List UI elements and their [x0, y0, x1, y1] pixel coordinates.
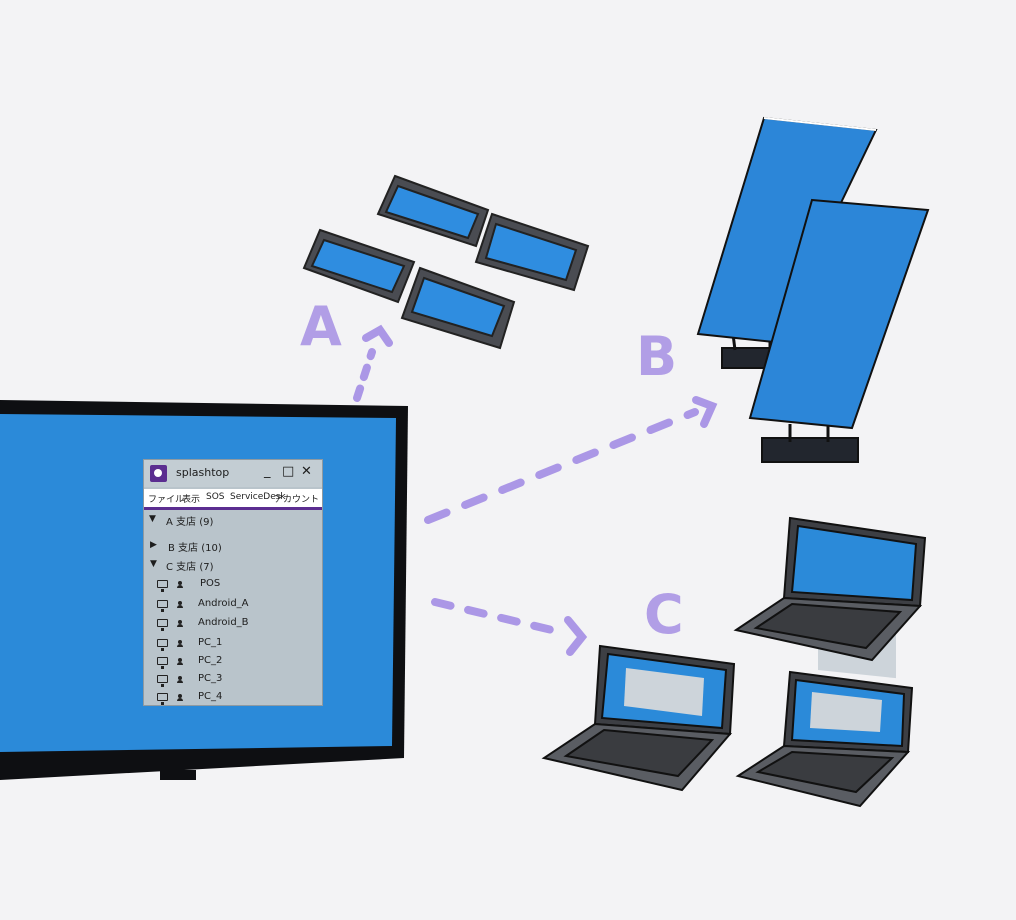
laptop	[735, 670, 914, 808]
monitor-icon	[157, 675, 168, 687]
splashtop-app-window: splashtop _ □ ✕ ファイル 表示 SOS ServiceDesk …	[143, 459, 323, 706]
device-name: PC_1	[198, 637, 223, 648]
handheld-device	[474, 212, 590, 292]
monitor-icon	[157, 619, 168, 631]
monitor-icon	[157, 580, 168, 592]
maximize-button[interactable]: □	[282, 464, 295, 479]
laptop	[541, 644, 736, 792]
monitor-icon	[157, 600, 168, 612]
handheld-devices-group	[302, 174, 590, 350]
laptop	[733, 516, 927, 679]
user-icon	[177, 601, 183, 608]
group-label: C 支店 (7)	[166, 562, 214, 573]
device-name: PC_2	[198, 655, 223, 666]
close-button[interactable]: ✕	[301, 464, 312, 479]
expand-triangle-icon[interactable]: ▼	[150, 559, 157, 569]
handheld-device	[302, 228, 416, 304]
vertical-display	[748, 198, 930, 463]
group-label: A 支店 (9)	[166, 517, 214, 528]
user-icon	[177, 694, 183, 701]
app-title: splashtop	[176, 466, 230, 479]
minimize-button[interactable]: _	[264, 464, 271, 479]
menu-file[interactable]: ファイル	[148, 495, 185, 505]
user-icon	[177, 658, 183, 665]
laptops-group	[541, 516, 927, 808]
label-a: A	[300, 295, 342, 358]
user-icon	[177, 581, 183, 588]
device-name: PC_4	[198, 691, 223, 702]
handheld-device	[376, 174, 490, 248]
label-b: B	[636, 325, 678, 388]
collapsed-triangle-icon[interactable]: ▶	[150, 540, 157, 550]
arrow-to-b	[424, 396, 718, 524]
splashtop-logo-icon	[150, 465, 167, 482]
app-menu-bar: ファイル 表示 SOS ServiceDesk アカウント	[144, 489, 322, 510]
user-icon	[177, 620, 183, 627]
menu-sos[interactable]: SOS	[206, 492, 225, 502]
app-title-bar: splashtop _ □ ✕	[144, 460, 322, 487]
expand-triangle-icon[interactable]: ▼	[149, 514, 156, 524]
menu-account[interactable]: アカウント	[274, 495, 320, 505]
device-name: POS	[200, 578, 221, 589]
menu-view[interactable]: 表示	[182, 495, 201, 505]
handheld-device	[400, 266, 516, 350]
arrow-to-a	[353, 324, 393, 402]
group-label: B 支店 (10)	[168, 543, 222, 554]
label-c: C	[644, 583, 684, 646]
monitor-icon	[157, 693, 168, 705]
menu-servicedesk[interactable]: ServiceDesk	[230, 492, 286, 502]
user-icon	[177, 676, 183, 683]
device-name: PC_3	[198, 673, 223, 684]
arrow-to-c	[431, 598, 588, 656]
device-name: Android_B	[198, 617, 249, 628]
device-name: Android_A	[198, 598, 249, 609]
user-icon	[177, 640, 183, 647]
monitor-icon	[157, 657, 168, 669]
monitor-icon	[157, 639, 168, 651]
vertical-displays-group	[696, 116, 930, 463]
